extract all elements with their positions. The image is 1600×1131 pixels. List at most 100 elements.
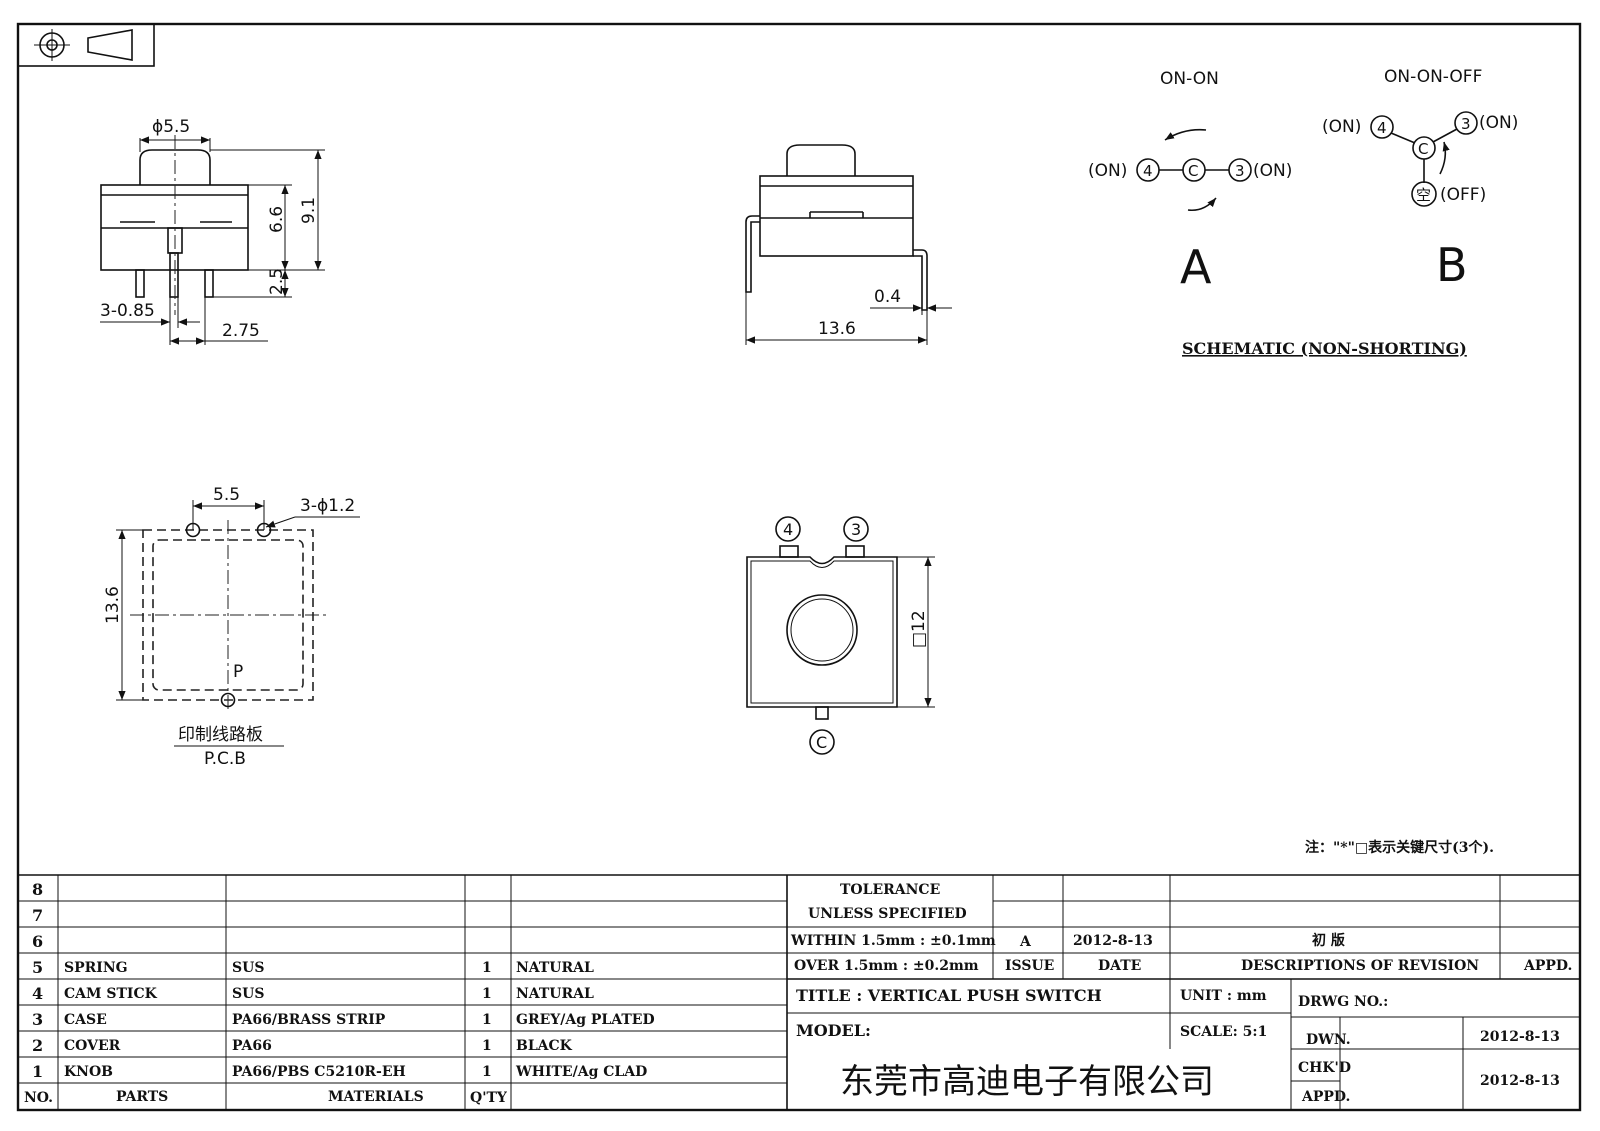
revision-issue: A xyxy=(1019,934,1032,950)
bom-header-parts: PARTS xyxy=(116,1089,168,1105)
schematic-b-mode: ON-ON-OFF xyxy=(1384,67,1482,87)
pcb-pin-label: P xyxy=(233,662,243,682)
dim-body-height: 6.6 xyxy=(267,206,287,233)
dim-bottom-square: □12 xyxy=(909,610,929,648)
bom-no: 7 xyxy=(32,906,43,925)
bom-header: NO. PARTS MATERIALS Q'TY xyxy=(24,1089,508,1106)
tolerance-line-4: OVER 1.5mm : ±0.2mm xyxy=(794,958,979,974)
dim-pin-length: 2.5 xyxy=(267,268,287,295)
schematic-b-right-label: (ON) xyxy=(1479,113,1518,133)
bottom-pin-common: C xyxy=(816,733,827,752)
dim-pcb-side: 13.6 xyxy=(103,586,123,624)
checked-by-label: CHK'D xyxy=(1298,1060,1351,1076)
dim-total-height: 9.1 xyxy=(299,197,319,224)
schematic-a-left-label: (ON) xyxy=(1088,161,1127,181)
schematic-a-left-num: 4 xyxy=(1143,162,1153,180)
drawing-note: 注："*"□表示关键尺寸(3个). xyxy=(1305,839,1494,856)
bom-header-materials: MATERIALS xyxy=(328,1089,424,1105)
revision-description: 初 版 xyxy=(1312,932,1345,949)
schematic-a: ON-ON (ON) 4 C 3 (ON) A xyxy=(1088,69,1292,294)
bom-row: 1 KNOB PA66/PBS C5210R-EH 1 WHITE/Ag CLA… xyxy=(32,1062,647,1081)
bom-part: COVER xyxy=(64,1038,121,1054)
title-block-grid xyxy=(18,874,1580,1110)
schematic-b-common: C xyxy=(1418,140,1428,158)
front-view: ϕ5.5 6.6 2.5 9.1 3-0.85 2.75 xyxy=(100,117,325,345)
dim-pcb-pitch: 5.5 xyxy=(213,485,240,505)
bom-no: 4 xyxy=(32,984,43,1003)
bom-row: 6 xyxy=(32,932,43,951)
bottom-pin-left: 4 xyxy=(783,520,793,539)
bom-header-no: NO. xyxy=(24,1090,53,1106)
revision-block: A 2012-8-13 初 版 ISSUE DATE DESCRIPTIONS … xyxy=(1005,932,1572,974)
bom-qty: 1 xyxy=(482,986,492,1002)
bom-no: 6 xyxy=(32,932,43,951)
drawing-title: TITLE : VERTICAL PUSH SWITCH xyxy=(796,986,1102,1005)
drawing-number-label: DRWG NO.: xyxy=(1298,994,1388,1010)
bom-part: CAM STICK xyxy=(64,986,158,1002)
pcb-view: 5.5 3-ϕ1.2 13.6 P 印制线路板 P.C.B xyxy=(103,485,360,769)
bom-no: 2 xyxy=(32,1036,43,1055)
tolerance-line-1: TOLERANCE xyxy=(840,882,940,898)
schematic-title: SCHEMATIC (NON-SHORTING) xyxy=(1182,339,1467,358)
drawn-date: 2012-8-13 xyxy=(1480,1029,1560,1045)
dim-side-width: 13.6 xyxy=(818,319,856,339)
bom-no: 5 xyxy=(32,958,43,977)
drawing-border xyxy=(16,22,1582,1112)
schematic-a-letter: A xyxy=(1180,240,1212,294)
pcb-caption-cn: 印制线路板 xyxy=(178,725,263,745)
bom-qty: 1 xyxy=(482,1064,492,1080)
bom-material: PA66 xyxy=(232,1038,272,1054)
bom-finish: NATURAL xyxy=(516,986,594,1002)
bom-material: SUS xyxy=(232,986,264,1002)
revision-header-issue: ISSUE xyxy=(1005,958,1054,974)
company-name: 东莞市高迪电子有限公司 xyxy=(840,1062,1214,1102)
bom-row: 5 SPRING SUS 1 NATURAL xyxy=(32,958,594,977)
tolerance-line-2: UNLESS SPECIFIED xyxy=(808,906,967,922)
bom-part: SPRING xyxy=(64,960,128,976)
drawn-by-label: DWN. xyxy=(1306,1032,1351,1048)
revision-date: 2012-8-13 xyxy=(1073,933,1153,949)
schematic-b-left-label: (ON) xyxy=(1322,117,1361,137)
bom-no: 3 xyxy=(32,1010,43,1029)
schematic-b-right-num: 3 xyxy=(1461,115,1471,133)
schematic-b: ON-ON-OFF (ON) 4 3 (ON) C 空 (OFF) B xyxy=(1322,67,1518,292)
bom-no: 1 xyxy=(32,1062,43,1081)
bom-table: 8 7 6 5 SPRING SUS 1 NATURAL 4 CAM STICK… xyxy=(24,880,655,1106)
bom-no: 8 xyxy=(32,880,43,899)
pcb-caption-en: P.C.B xyxy=(204,749,246,769)
drawing-scale: SCALE: 5:1 xyxy=(1180,1024,1267,1040)
bottom-pin-right: 3 xyxy=(851,520,861,539)
drawing-unit: UNIT : mm xyxy=(1180,988,1267,1004)
checked-date: 2012-8-13 xyxy=(1480,1073,1560,1089)
dim-pin-width: 3-0.85 xyxy=(100,301,155,321)
schematic-a-mode: ON-ON xyxy=(1160,69,1219,89)
dim-pin-pitch: 2.75 xyxy=(222,321,260,341)
projection-symbol-icon xyxy=(17,23,155,67)
bom-row: 2 COVER PA66 1 BLACK xyxy=(32,1036,573,1055)
bom-row: 3 CASE PA66/BRASS STRIP 1 GREY/Ag PLATED xyxy=(32,1010,655,1029)
bom-finish: GREY/Ag PLATED xyxy=(516,1012,655,1028)
bom-qty: 1 xyxy=(482,1012,492,1028)
bom-finish: BLACK xyxy=(516,1038,573,1054)
bom-qty: 1 xyxy=(482,1038,492,1054)
bom-part: CASE xyxy=(64,1012,107,1028)
bom-finish: WHITE/Ag CLAD xyxy=(515,1064,647,1080)
tolerance-line-3: WITHIN 1.5mm : ±0.1mm xyxy=(790,933,996,949)
title-block: TITLE : VERTICAL PUSH SWITCH MODEL: UNIT… xyxy=(796,986,1560,1105)
approved-by-label: APPD. xyxy=(1301,1089,1350,1105)
schematic-b-left-num: 4 xyxy=(1377,119,1387,137)
side-view: 13.6 0.4 xyxy=(745,144,952,345)
drawing-model: MODEL: xyxy=(796,1021,871,1040)
bom-row: 7 xyxy=(32,906,43,925)
schematic-b-off-glyph: 空 xyxy=(1416,186,1431,204)
schematic-b-off-label: (OFF) xyxy=(1440,185,1486,205)
tolerance-block: TOLERANCE UNLESS SPECIFIED WITHIN 1.5mm … xyxy=(790,882,996,974)
schematic-a-common: C xyxy=(1188,162,1198,180)
revision-header-date: DATE xyxy=(1098,958,1141,974)
dim-lead-thickness: 0.4 xyxy=(874,287,901,307)
bom-qty: 1 xyxy=(482,960,492,976)
bom-part: KNOB xyxy=(64,1064,113,1080)
dim-pcb-holes: 3-ϕ1.2 xyxy=(300,496,355,516)
bom-material: PA66/PBS C5210R-EH xyxy=(232,1064,406,1080)
